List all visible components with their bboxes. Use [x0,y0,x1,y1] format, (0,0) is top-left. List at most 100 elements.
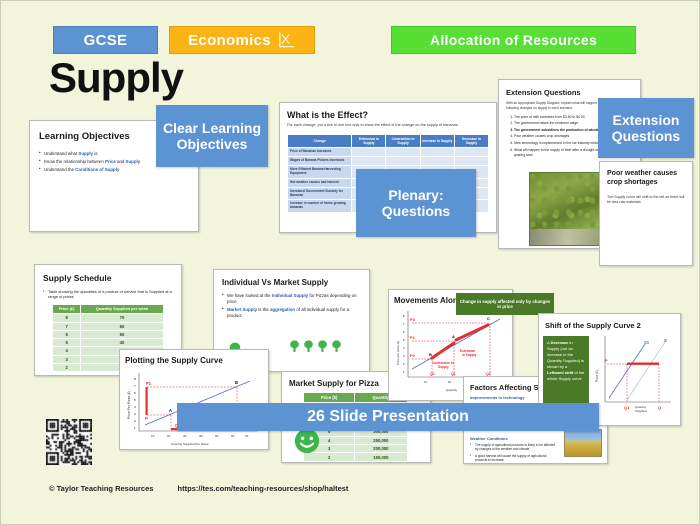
supply-schedule-bullets: Table showing the quantities of a produc… [43,288,173,300]
shift-chart: Price (£) S1 S P Q1 Q Quantity Supplied [595,336,671,413]
list-item: Table showing the quantities of a produc… [43,288,173,300]
row-label: More Efficient Banana Harvesting Equipme… [286,165,353,179]
svg-text:Price (£): Price (£) [595,370,599,382]
svg-text:Extension: Extension [460,349,475,353]
table-row: Price of Bananas increases [286,147,490,157]
badge-economics-label: Economics [188,31,271,49]
svg-text:8: 8 [403,314,405,318]
svg-text:C: C [487,316,490,321]
table-header-row: Price (£) Quantity Supplied per week [52,303,164,315]
badge-economics: Economics [169,26,315,54]
list-item: Know the relationship between Price and … [39,158,189,165]
note-decrease: Decrease [550,340,569,345]
tick-cell[interactable] [385,147,421,157]
svg-text:Q2: Q2 [430,372,435,376]
svg-text:5: 5 [403,338,405,342]
slide-intro: With an Appropriate Supply Diagram, expl… [506,101,623,110]
tick-cell[interactable] [453,156,490,166]
badge-gcse-label: GCSE [83,31,128,49]
extension-question-list: The price of milk increases from $3.50 t… [514,115,633,158]
svg-text:8: 8 [134,377,136,381]
cell-price: 2 [52,362,82,373]
shop-url[interactable]: https://tes.com/teaching-resources/shop/… [177,484,349,493]
qr-code[interactable] [46,419,92,465]
list-item: New technology is implemented in the car… [514,141,633,146]
svg-text:Q1: Q1 [451,372,456,376]
col-quantity: Quantity Supplied per week [80,303,164,315]
callout-decrease-in-supply: A Decrease in Supply (not an increase in… [543,336,589,410]
tick-cell[interactable] [419,156,455,166]
col-change: Change [286,133,353,148]
cell-qty: 40 [80,338,164,348]
svg-text:P1: P1 [410,335,416,340]
slide-title: What is the Effect? [287,110,369,120]
slide-body: The Supply curve will shift to the left … [607,194,685,204]
slide-poor-weather: Poor weather causes crop shortages The S… [599,161,693,266]
svg-text:3: 3 [403,354,405,358]
svg-text:B: B [235,380,238,385]
badge-allocation-of-resources: Allocation of Resources [391,26,636,54]
svg-text:20: 20 [448,380,452,384]
cell-price: 4 [52,346,82,356]
svg-text:P: P [145,416,148,421]
slide-title: Factors Affecting Supply [470,383,559,392]
svg-text:Quantity Supplied Per Week: Quantity Supplied Per Week [171,442,209,446]
svg-text:40: 40 [199,434,203,438]
list-item: Understand what Supply is [39,150,189,157]
tick-cell[interactable] [385,156,421,166]
svg-text:7: 7 [134,384,136,388]
list-item: Market Supply is the aggregation of all … [222,306,361,319]
list-item: The supply of agricultural products is l… [470,442,556,452]
svg-text:2: 2 [403,362,405,366]
svg-text:10: 10 [424,380,428,384]
cell-price: 3 [52,354,82,364]
list-item: Understand the Conditions of Supply [39,166,189,173]
pizza-icon [332,340,341,352]
slide-title: Market Supply for Pizza [289,379,379,388]
svg-text:4: 4 [403,346,405,350]
svg-text:10: 10 [151,434,155,438]
list-item: A good harvest will cause the supply of … [470,453,556,463]
col-decrease: Decrease in Supply [453,133,490,148]
svg-text:3: 3 [134,412,136,416]
row-label: Price of Bananas increases [286,147,353,157]
list-item: The government raises the minimum wage [514,121,633,126]
svg-text:1: 1 [134,426,136,430]
svg-text:Contraction in: Contraction in [432,361,454,365]
pizza-group-icons [289,340,342,353]
callout-extension-questions: Extension Questions [598,98,694,158]
axis-chart-icon [277,30,296,50]
tick-cell[interactable] [351,147,387,157]
svg-text:B: B [429,352,432,357]
tick-cell[interactable] [419,147,455,157]
pizza-icon [318,340,327,352]
page-title: Supply [49,54,184,101]
svg-text:5: 5 [134,398,136,402]
smiley-pizza-icon [294,428,320,454]
learning-objectives-list: Understand what Supply is Know the relat… [39,150,189,173]
slide-individual-vs-market-supply: Individual Vs Market Supply We have look… [213,269,370,372]
note-part-c: of the whole Supply curve [547,370,585,381]
footer: © Taylor Teaching Resources https://tes.… [49,484,348,493]
tick-cell[interactable] [351,156,387,166]
callout-slide-count: 26 Slide Presentation [177,403,599,431]
svg-text:1: 1 [403,370,405,374]
cell-qty: 70 [80,313,164,323]
list-item: The government subsidises the production… [514,128,633,133]
list-item: Poor weather causes crop shortages [514,134,633,139]
callout-price-only: Change in supply affected only by change… [456,293,554,315]
svg-text:in Supply: in Supply [462,353,477,357]
cell-qty: 50 [80,329,164,340]
cell-price: 6 [52,329,82,340]
svg-text:Q1: Q1 [624,405,630,410]
svg-text:A: A [169,408,172,413]
ivm-bullets: We have looked at the Individual Supply … [222,292,361,319]
slide-title: Plotting the Supply Curve [125,356,223,365]
svg-text:P1: P1 [146,381,152,386]
cell-price: 2 [302,452,356,462]
slide-title: Individual Vs Market Supply [222,278,329,287]
tick-cell[interactable] [453,147,490,157]
svg-text:S: S [664,338,667,343]
